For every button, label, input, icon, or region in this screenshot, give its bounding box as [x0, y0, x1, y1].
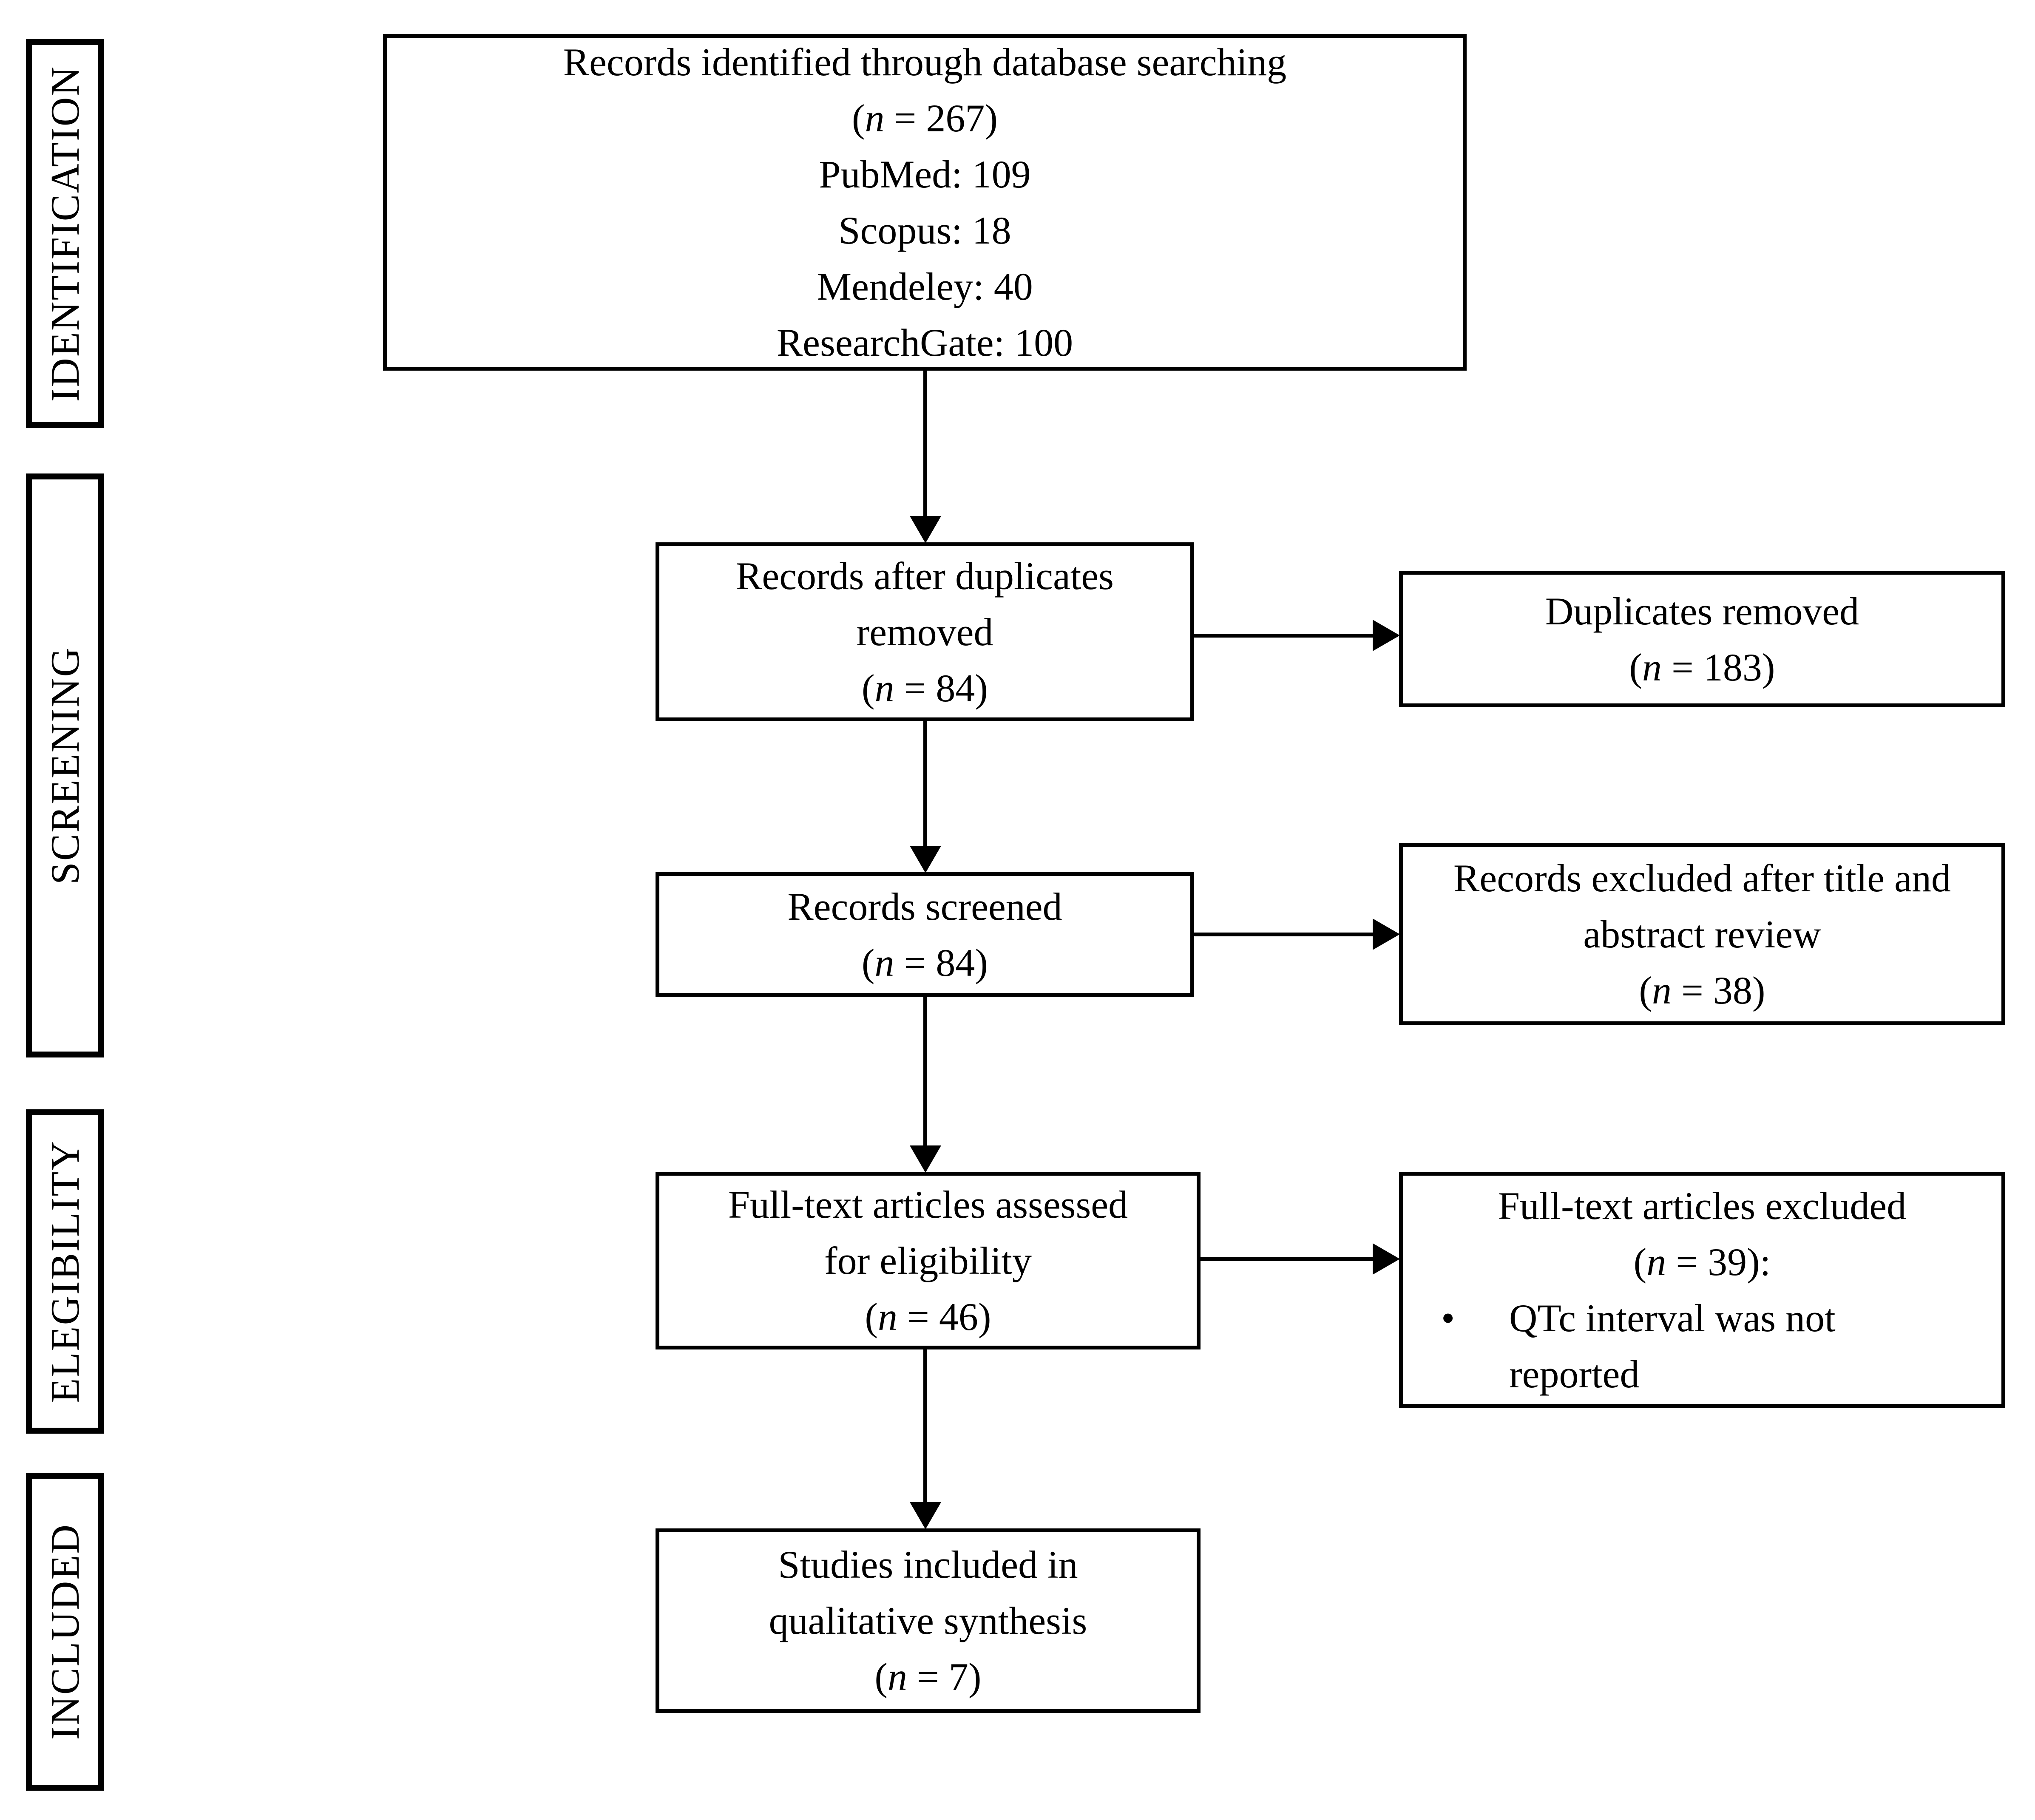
- box-records-identified-count: (n = 267): [851, 96, 998, 140]
- box-studies-included-line1: Studies included in: [778, 1543, 1078, 1586]
- box-fulltext-assessed-count: (n = 46): [865, 1295, 991, 1338]
- stage-box-included: INCLUDED: [26, 1473, 104, 1791]
- box-title-abstract-excluded-line1: Records excluded after title and: [1453, 856, 1951, 900]
- stage-label-screening: SCREENING: [42, 646, 88, 885]
- box-studies-included: Studies included in qualitative synthesi…: [656, 1528, 1201, 1713]
- stage-label-identification: IDENTIFICATION: [42, 65, 88, 402]
- box-fulltext-excluded-line1: Full-text articles excluded: [1498, 1184, 1907, 1228]
- box-records-identified-pubmed: PubMed: 109: [819, 153, 1031, 196]
- box-duplicates-removed-count: (n = 183): [1629, 645, 1775, 689]
- arrow-after-duplicates-to-screened-head-icon: [910, 846, 941, 873]
- arrow-identified-to-after-duplicates-head-icon: [910, 516, 941, 543]
- arrow-fulltext-to-included-head-icon: [910, 1502, 941, 1529]
- stage-box-identification: IDENTIFICATION: [26, 39, 104, 428]
- box-after-duplicates-line1: Records after duplicates: [736, 554, 1114, 598]
- stage-box-screening: SCREENING: [26, 473, 104, 1057]
- box-after-duplicates: Records after duplicates removed (n = 84…: [656, 542, 1194, 721]
- box-studies-included-line2: qualitative synthesis: [769, 1599, 1087, 1642]
- arrow-to-fulltext-excluded-head-icon: [1373, 1243, 1400, 1275]
- arrow-after-duplicates-to-screened-line: [923, 721, 927, 848]
- box-fulltext-assessed-line2: for eligibility: [824, 1239, 1032, 1282]
- box-fulltext-excluded-count: (n = 39):: [1633, 1240, 1771, 1284]
- arrow-identified-to-after-duplicates-line: [923, 371, 927, 519]
- box-records-screened-count: (n = 84): [861, 941, 988, 984]
- box-records-identified: Records identified through database sear…: [383, 34, 1467, 371]
- fulltext-excluded-reason-text: QTc interval was not reported: [1509, 1296, 1836, 1396]
- arrow-to-title-abstract-excluded-line: [1194, 933, 1375, 936]
- box-fulltext-assessed: Full-text articles assessed for eligibil…: [656, 1172, 1201, 1349]
- box-fulltext-excluded: Full-text articles excluded (n = 39): • …: [1399, 1172, 2005, 1408]
- arrow-fulltext-to-included-line: [923, 1349, 927, 1504]
- arrow-to-duplicates-removed-line: [1194, 634, 1375, 638]
- box-title-abstract-excluded-count: (n = 38): [1639, 969, 1765, 1012]
- arrow-to-duplicates-removed-head-icon: [1373, 620, 1400, 651]
- box-records-screened-line1: Records screened: [787, 884, 1062, 928]
- stage-box-elegibility: ELEGIBILITY: [26, 1109, 104, 1434]
- fulltext-excluded-reason-row: • QTc interval was not reported: [1403, 1290, 2001, 1402]
- box-after-duplicates-count: (n = 84): [861, 666, 988, 710]
- box-fulltext-assessed-line1: Full-text articles assessed: [728, 1183, 1128, 1226]
- arrow-screened-to-fulltext-head-icon: [910, 1145, 941, 1173]
- box-studies-included-count: (n = 7): [874, 1655, 982, 1698]
- box-duplicates-removed-line1: Duplicates removed: [1545, 589, 1859, 633]
- stage-label-included: INCLUDED: [42, 1523, 88, 1740]
- arrow-screened-to-fulltext-line: [923, 997, 927, 1148]
- arrow-to-title-abstract-excluded-head-icon: [1373, 919, 1400, 950]
- box-records-identified-line: Records identified through database sear…: [563, 40, 1287, 84]
- box-records-screened: Records screened (n = 84): [656, 872, 1194, 997]
- arrow-to-fulltext-excluded-line: [1201, 1257, 1375, 1261]
- box-records-identified-scopus: Scopus: 18: [838, 209, 1011, 252]
- box-duplicates-removed: Duplicates removed (n = 183): [1399, 571, 2005, 707]
- stage-label-elegibility: ELEGIBILITY: [42, 1140, 88, 1403]
- box-after-duplicates-line2: removed: [856, 610, 993, 654]
- box-records-identified-researchgate: ResearchGate: 100: [776, 321, 1073, 364]
- bullet-icon: •: [1441, 1296, 1455, 1340]
- box-title-abstract-excluded: Records excluded after title and abstrac…: [1399, 843, 2005, 1025]
- box-records-identified-mendeley: Mendeley: 40: [817, 265, 1033, 308]
- box-title-abstract-excluded-line2: abstract review: [1583, 913, 1821, 956]
